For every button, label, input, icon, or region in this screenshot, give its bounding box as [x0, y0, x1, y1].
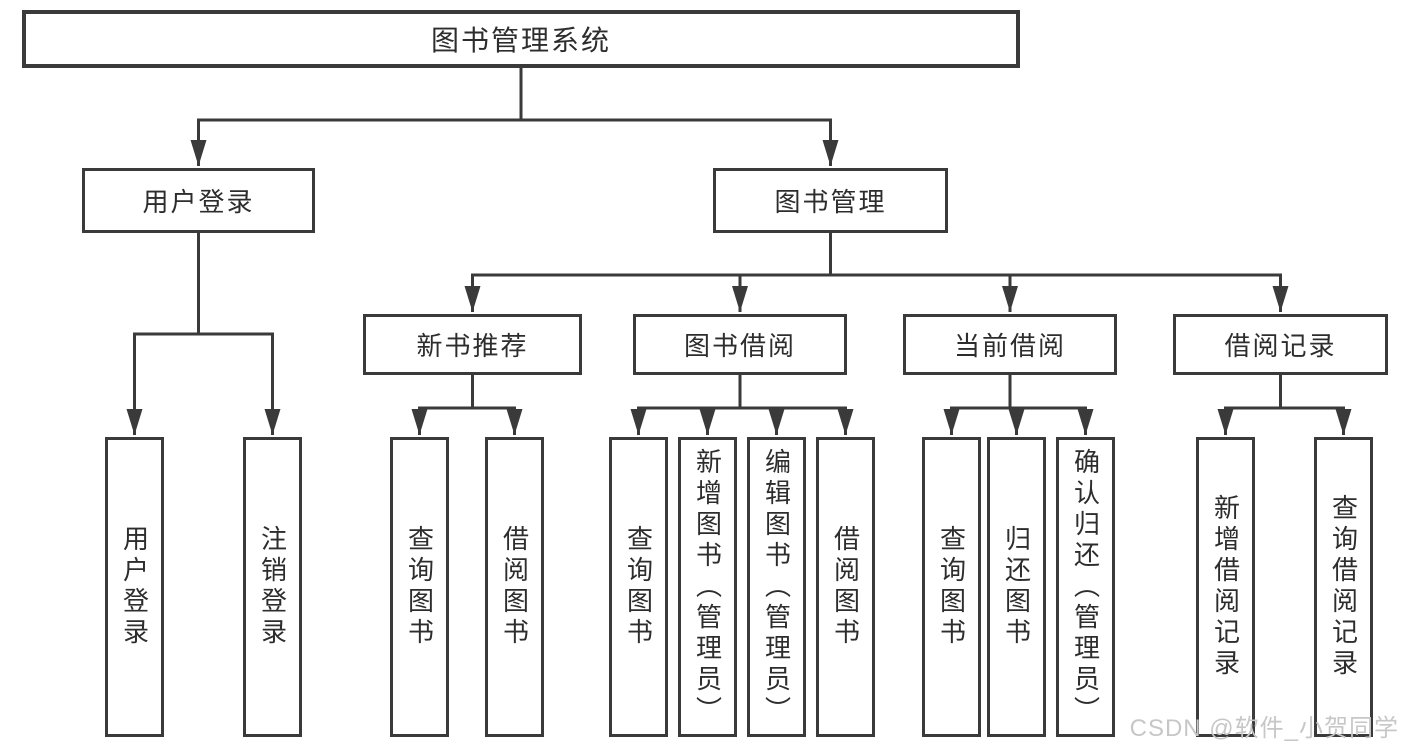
node-new-book-recommendation: 新书推荐	[363, 314, 582, 375]
node-book-borrowing: 图书借阅	[633, 314, 847, 375]
node-label: 查询借阅记录	[1328, 494, 1359, 680]
node-library-system: 图书管理系统	[22, 10, 1020, 68]
leaf-logout: 注销登录	[243, 437, 302, 737]
node-label: 图书借阅	[683, 331, 796, 361]
node-label: 新书推荐	[416, 331, 529, 361]
node-label: 查询图书	[404, 525, 435, 649]
leaf-return-books: 归还图书	[987, 437, 1046, 737]
node-label: 新增借阅记录	[1210, 494, 1241, 680]
node-user-login: 用户登录	[82, 168, 315, 233]
node-label: 编辑图书（管理员）	[761, 447, 792, 727]
node-label: 借阅图书	[830, 525, 861, 649]
node-label: 归还图书	[1001, 525, 1032, 649]
node-label: 确认归还（管理员）	[1070, 447, 1101, 727]
node-label: 查询图书	[936, 525, 967, 649]
leaf-add-borrow-record: 新增借阅记录	[1196, 437, 1255, 737]
leaf-edit-book-admin: 编辑图书（管理员）	[747, 437, 806, 737]
node-label: 用户登录	[142, 187, 255, 217]
leaf-borrow-books-recommend: 借阅图书	[485, 437, 544, 737]
node-label: 新增图书（管理员）	[692, 447, 723, 727]
node-borrowing-records: 借阅记录	[1173, 314, 1388, 375]
node-label: 注销登录	[257, 525, 288, 649]
node-label: 借阅记录	[1224, 331, 1337, 361]
leaf-add-book-admin: 新增图书（管理员）	[678, 437, 737, 737]
watermark-csdn: CSDN @软件_小贺同学	[1129, 715, 1399, 742]
node-label: 查询图书	[623, 525, 654, 649]
node-current-borrowing: 当前借阅	[903, 314, 1117, 375]
node-book-management: 图书管理	[713, 168, 948, 233]
leaf-query-books-borrowing: 查询图书	[609, 437, 668, 737]
leaf-borrow-books: 借阅图书	[816, 437, 875, 737]
node-label: 借阅图书	[499, 525, 530, 649]
leaf-user-login: 用户登录	[105, 437, 164, 737]
leaf-query-books-recommend: 查询图书	[390, 437, 449, 737]
node-label: 图书管理	[774, 187, 887, 217]
leaf-query-books-current: 查询图书	[922, 437, 981, 737]
node-label: 当前借阅	[953, 331, 1066, 361]
leaf-confirm-return-admin: 确认归还（管理员）	[1056, 437, 1115, 737]
node-label: 用户登录	[119, 525, 150, 649]
leaf-query-borrow-record: 查询借阅记录	[1314, 437, 1373, 737]
node-label: 图书管理系统	[430, 25, 611, 56]
